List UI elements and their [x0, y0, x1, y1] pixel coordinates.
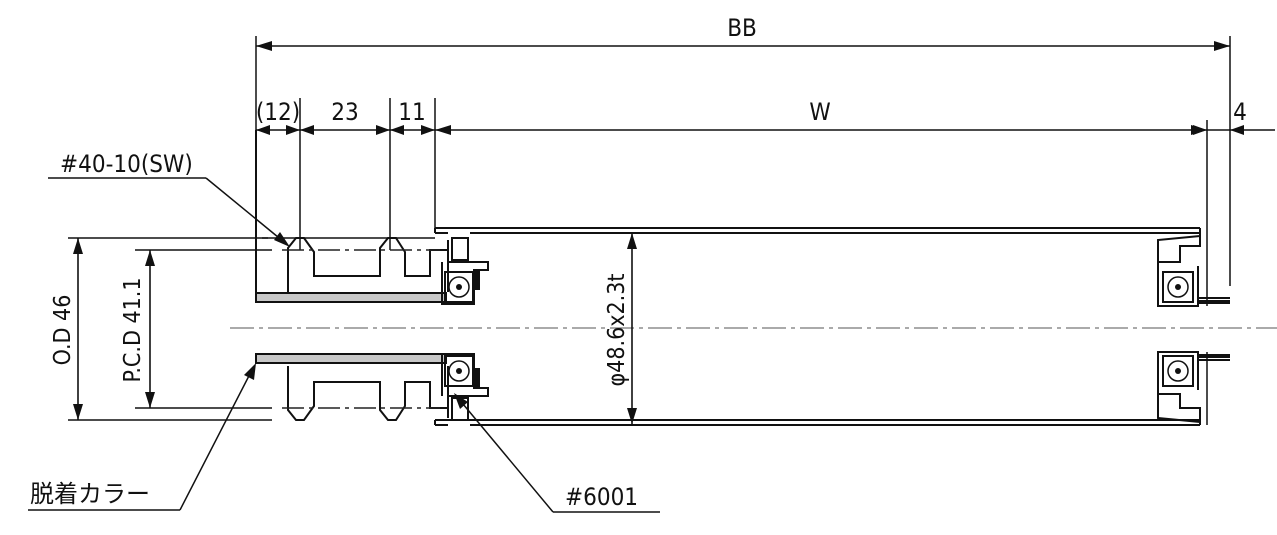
callout-bearing: #6001	[565, 483, 638, 511]
dimension-4	[1193, 125, 1275, 135]
dimension-tube	[627, 233, 637, 424]
callout-sprocket: #40-10(SW)	[60, 150, 193, 178]
dimension-pcd	[145, 250, 155, 408]
right-end-cap-bottom	[1157, 351, 1230, 425]
dimension-od	[73, 238, 83, 420]
label-pcd: P.C.D 41.1	[120, 277, 146, 382]
leader-sprocket	[48, 177, 290, 247]
collar-bottom	[255, 353, 447, 364]
leader-collar	[28, 363, 256, 511]
label-4: 4	[1233, 98, 1247, 126]
label-23: 23	[331, 98, 358, 126]
dimension-12	[256, 125, 300, 135]
right-end-cap-top	[1157, 228, 1230, 307]
tube-walls	[434, 227, 1200, 426]
dimension-w	[435, 125, 1207, 135]
dimension-bb	[256, 41, 1230, 51]
label-tube: φ48.6x2.3t	[604, 274, 630, 387]
sprocket-bottom	[287, 366, 449, 421]
leader-bearing	[454, 393, 660, 513]
dimension-23	[300, 125, 390, 135]
label-11: 11	[398, 98, 425, 126]
callout-collar: 脱着カラー	[30, 480, 150, 508]
left-bearing-top	[441, 237, 489, 305]
dimension-11	[390, 125, 435, 135]
label-w: W	[809, 98, 830, 126]
label-od: O.D 46	[50, 295, 76, 366]
collar-top	[255, 292, 447, 303]
left-bearing-bottom	[441, 353, 489, 421]
label-12: (12)	[256, 98, 300, 126]
sprocket-top	[287, 237, 449, 292]
label-bb: BB	[727, 14, 757, 42]
